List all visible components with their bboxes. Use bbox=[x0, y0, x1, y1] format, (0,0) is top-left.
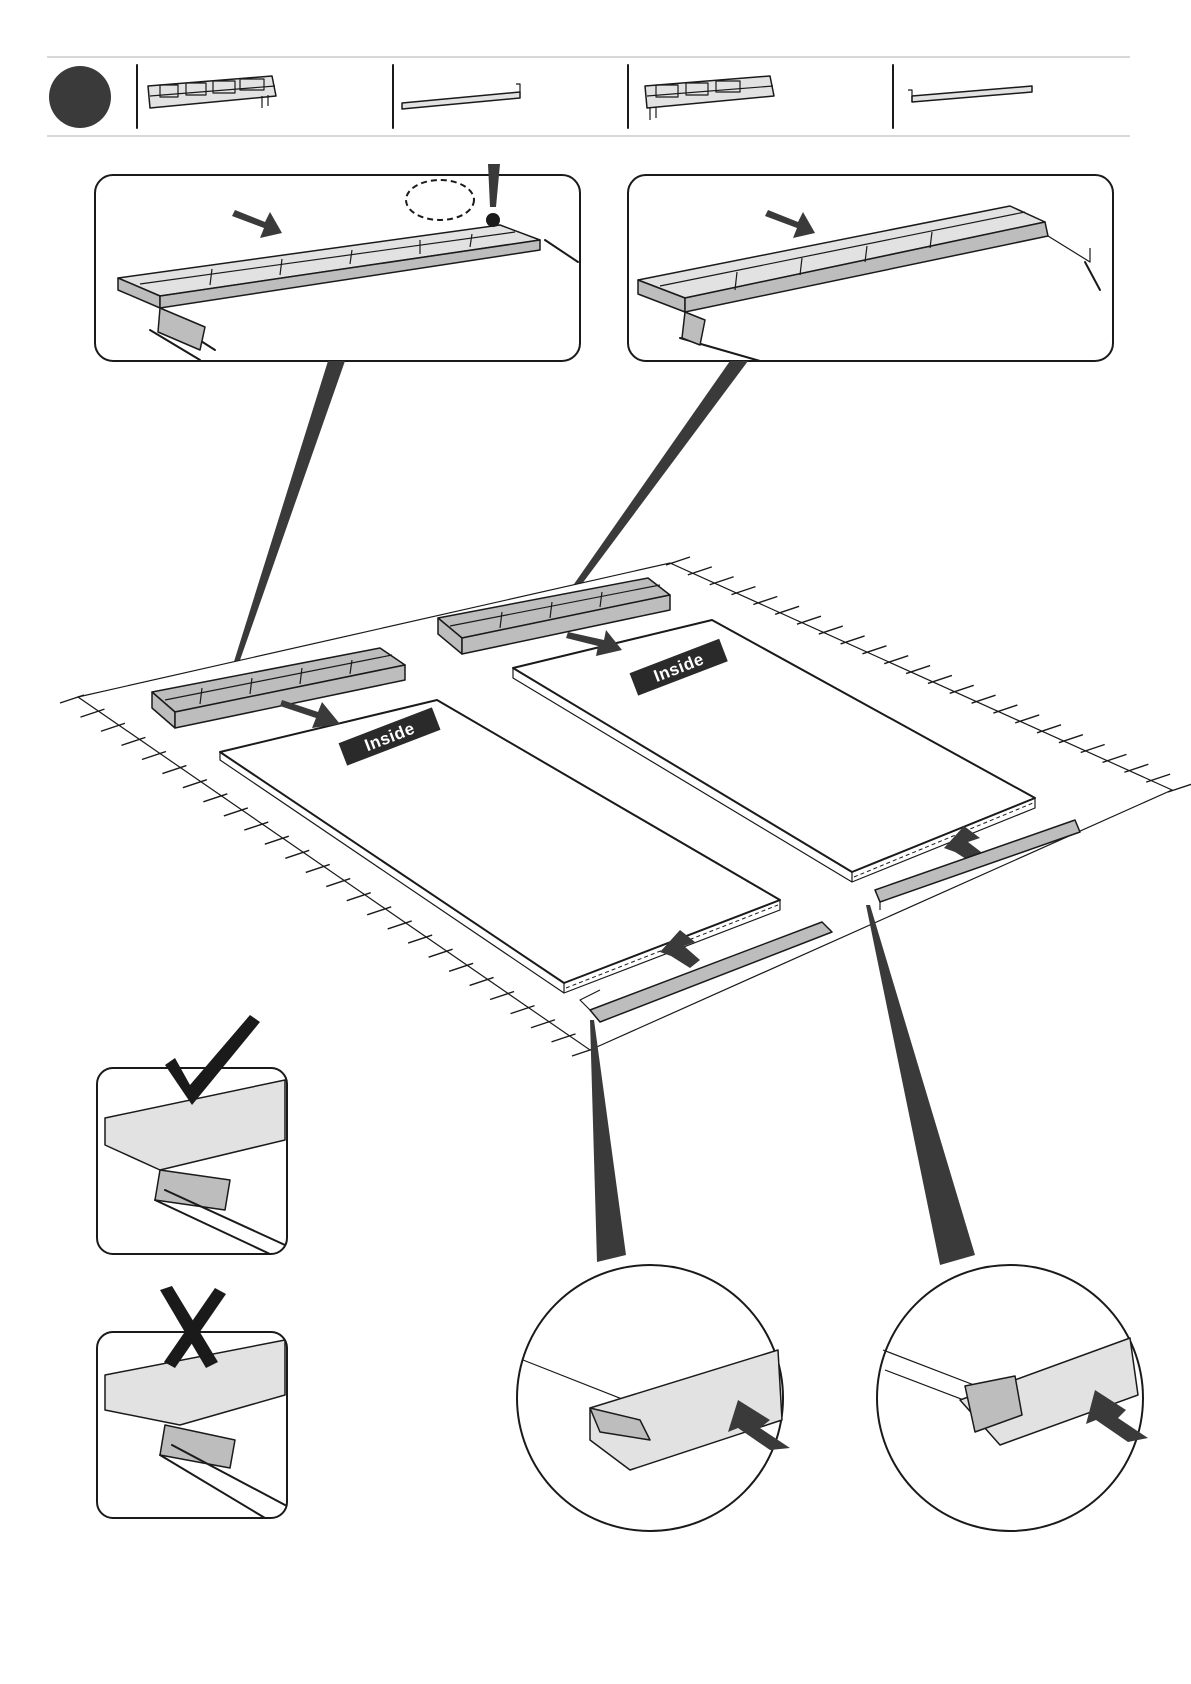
floor-sheet bbox=[60, 557, 1191, 1056]
callout-wedge-bottom-right bbox=[866, 905, 975, 1265]
side-rail-tray-icon bbox=[645, 76, 774, 120]
side-rail-tray-icon bbox=[148, 76, 276, 108]
detail-box-correct bbox=[97, 1015, 287, 1254]
hatch-stroke bbox=[1015, 715, 1039, 723]
hatch-stroke bbox=[753, 596, 777, 604]
hatch-stroke bbox=[1059, 735, 1083, 743]
hatch-stroke bbox=[1146, 774, 1170, 782]
zoom-circle-left bbox=[517, 1265, 790, 1531]
hatch-stroke bbox=[862, 646, 886, 654]
hatch-stroke bbox=[775, 606, 799, 614]
zoom-circle-right bbox=[877, 1265, 1148, 1531]
detail-box-wrong bbox=[97, 1286, 287, 1518]
hatch-stroke bbox=[688, 567, 712, 575]
hatch-stroke bbox=[1037, 725, 1061, 733]
hatch-stroke bbox=[1124, 764, 1148, 772]
hatch-stroke bbox=[928, 675, 952, 683]
detail-box-right-rail bbox=[628, 175, 1113, 361]
hatch-stroke bbox=[950, 685, 974, 693]
thin-bar-icon bbox=[908, 86, 1032, 102]
hatch-stroke bbox=[884, 656, 908, 664]
hatch-stroke bbox=[841, 636, 865, 644]
callout-wedge-bottom-left bbox=[590, 1020, 626, 1262]
hatch-stroke bbox=[710, 577, 734, 585]
hatch-stroke bbox=[731, 587, 755, 595]
hatch-stroke bbox=[1081, 745, 1105, 753]
hatch-stroke bbox=[993, 705, 1017, 713]
hatch-stroke bbox=[819, 626, 843, 634]
hatch-stroke bbox=[906, 666, 930, 674]
step-marker bbox=[49, 66, 111, 128]
hatch-stroke bbox=[666, 557, 690, 565]
hatch-stroke bbox=[1168, 784, 1191, 792]
hatch-stroke bbox=[1103, 754, 1127, 762]
hatch-stroke bbox=[797, 616, 821, 624]
thin-bar-icon bbox=[402, 84, 520, 109]
parts-header bbox=[47, 57, 1130, 136]
hatch-stroke bbox=[972, 695, 996, 703]
detail-box-left-rail bbox=[95, 164, 580, 361]
